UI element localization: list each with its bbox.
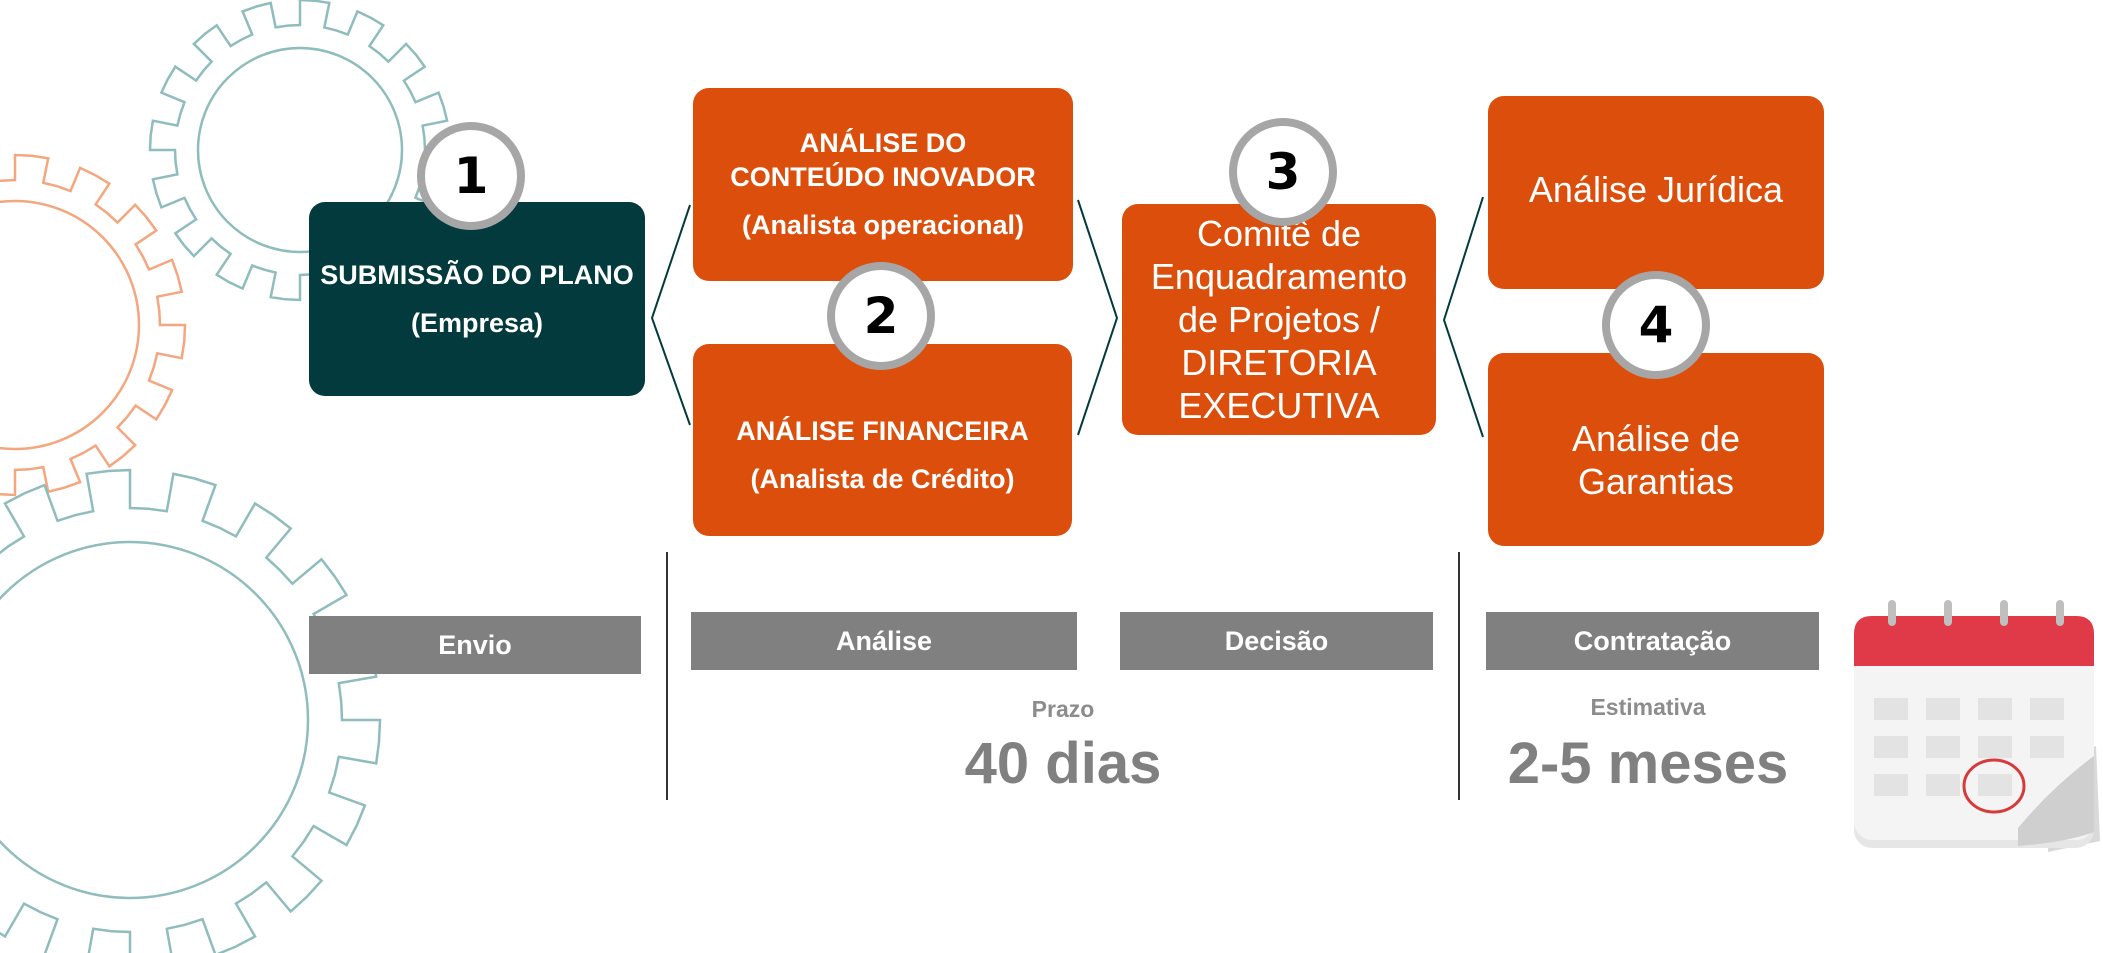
connector-2-3	[1077, 199, 1119, 436]
step-analise-financeira-title: ANÁLISE FINANCEIRA	[736, 416, 1029, 446]
gear-icon-bottom	[0, 468, 382, 953]
phase-analise: Análise	[691, 612, 1077, 670]
phase-contratacao: Contratação	[1486, 612, 1819, 670]
step-number-2: 2	[827, 262, 935, 370]
step-comite-text: Comitê de Enquadramento de Projetos / DI…	[1150, 213, 1408, 426]
step-analise-juridica-text: Análise Jurídica	[1528, 169, 1784, 210]
step-submissao: SUBMISSÃO DO PLANO (Empresa)	[309, 202, 645, 396]
step-analise-financeira-subtitle: (Analista de Crédito)	[750, 464, 1015, 494]
step-comite: Comitê de Enquadramento de Projetos / DI…	[1122, 204, 1436, 435]
step-analise-conteudo-subtitle: (Analista operacional)	[741, 210, 1025, 240]
step-number-4: 4	[1602, 271, 1710, 379]
prazo-label: Prazo	[1031, 696, 1095, 722]
phase-decisao: Decisão	[1120, 612, 1433, 670]
prazo-value: 40 dias	[964, 731, 1162, 796]
gear-icon-orange-hub	[0, 199, 141, 451]
divider-2	[1458, 552, 1460, 800]
step-submissao-subtitle: (Empresa)	[410, 308, 544, 338]
connector-3-4	[1442, 196, 1484, 438]
step-analise-conteudo-title: ANÁLISE DO CONTEÚDO INOVADOR	[730, 128, 1036, 192]
step-submissao-title: SUBMISSÃO DO PLANO	[320, 260, 634, 290]
step-analise-juridica: Análise Jurídica	[1488, 96, 1824, 289]
divider-1	[666, 552, 668, 800]
gear-icon-bottom-hub	[0, 540, 310, 900]
step-analise-conteudo: ANÁLISE DO CONTEÚDO INOVADOR (Analista o…	[693, 88, 1073, 281]
step-number-3: 3	[1229, 118, 1337, 226]
gear-icon-orange	[0, 153, 187, 497]
step-analise-garantias: Análise de Garantias	[1488, 353, 1824, 546]
calendar-icon	[1854, 600, 2100, 852]
estimativa-value: 2-5 meses	[1507, 731, 1789, 796]
step-analise-garantias-text: Análise de Garantias	[1571, 417, 1741, 502]
step-analise-financeira: ANÁLISE FINANCEIRA (Analista de Crédito)	[693, 344, 1072, 536]
gear-icon-top-hub	[196, 46, 404, 254]
estimativa-label: Estimativa	[1590, 694, 1706, 720]
step-number-1: 1	[417, 122, 525, 230]
connector-1-2	[650, 204, 691, 426]
phase-envio: Envio	[309, 616, 641, 674]
